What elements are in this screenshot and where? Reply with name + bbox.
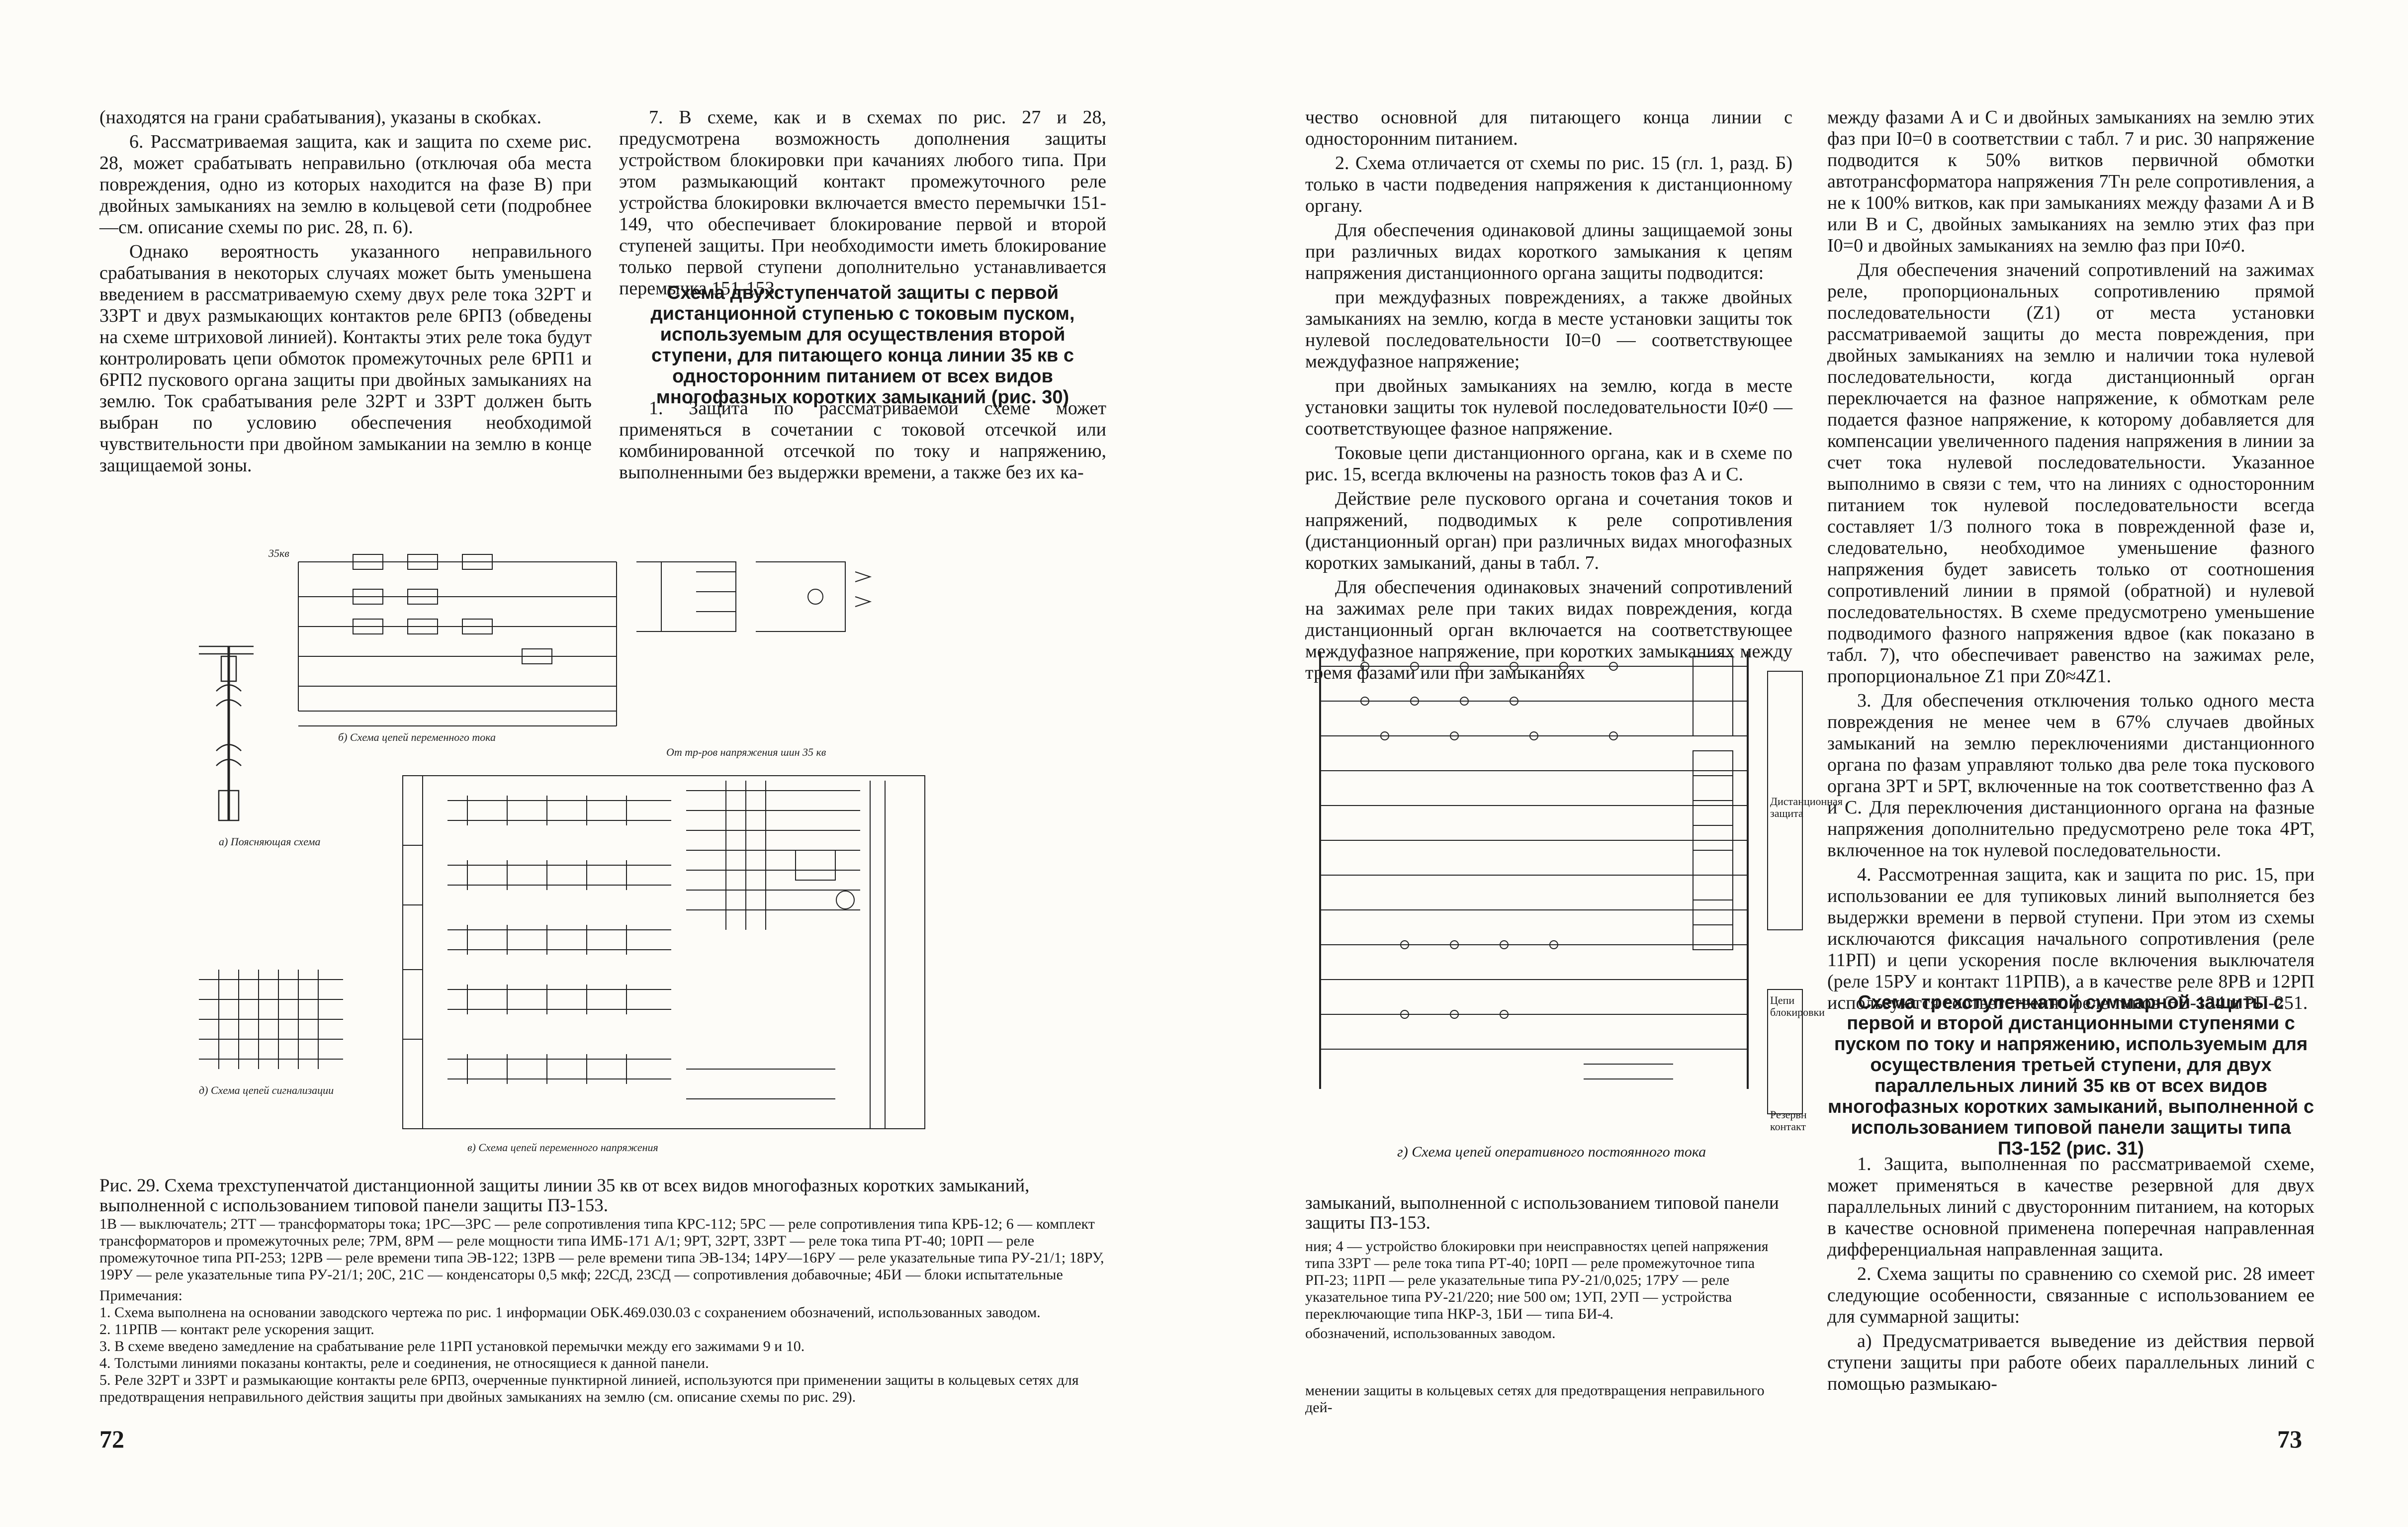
notes-tail: обозначений, использованных заводом. — [1305, 1325, 1556, 1342]
fig-label-d: д) Схема цепей сигнализации — [199, 1084, 334, 1096]
paragraph: 2. Схема отличается от схемы по рис. 15 … — [1305, 153, 1792, 216]
legend-text: 1В — выключатель; 2ТТ — трансформаторы т… — [99, 1216, 1104, 1283]
paragraph: 3. Для обеспечения отключения только одн… — [1827, 690, 2315, 861]
paragraph: 7. В схеме, как и в схемах по рис. 27 и … — [619, 107, 1106, 299]
note: 1. Схема выполнена на основании заводско… — [99, 1304, 1041, 1321]
note: 2. 11РПВ — контакт реле ускорения защит. — [99, 1321, 374, 1338]
figure-29-caption: Рис. 29. Схема трехступенчатой дистанцио… — [99, 1175, 1030, 1216]
paragraph: 2. Схема защиты по сравнению со схемой р… — [1827, 1263, 2315, 1327]
paragraph: между фазами А и С и двойных замыканиях … — [1827, 107, 2315, 256]
left-col2: 7. В схеме, как и в схемах по рис. 27 и … — [619, 107, 1106, 302]
fig-side-label: Дистанционная защита — [1770, 795, 1843, 819]
paragraph: 1. Защита, выполненная по рассматриваемо… — [1827, 1154, 2315, 1260]
right-col4: между фазами А и С и двойных замыканиях … — [1827, 107, 2315, 1017]
legend-tail: ния; 4 — устройство блокировки при неисп… — [1305, 1238, 1769, 1322]
paragraph: при междуфазных повреждениях, а также дв… — [1305, 287, 1792, 372]
figure-29-schematic: б) Схема цепей переменного тока а) Поясн… — [189, 542, 1106, 1159]
paragraph: Для обеспечения значений сопротивлений н… — [1827, 260, 2315, 687]
section-heading-fig30: Схема двухступенчатой защиты с первой ди… — [650, 282, 1075, 408]
section-heading-fig31: Схема трехступенчатой суммарной защиты с… — [1828, 992, 2314, 1159]
fig-side-label: Резервн контакт — [1770, 1108, 1807, 1133]
paragraph: Однако вероятность указанного неправильн… — [99, 241, 592, 476]
fig-label-b: б) Схема цепей переменного тока — [338, 731, 496, 743]
page-number-left: 72 — [99, 1425, 124, 1453]
paragraph: (находятся на грани срабатывания), указа… — [99, 107, 541, 128]
paragraph: Действие реле пускового органа и сочетан… — [1305, 488, 1792, 573]
notes-title: Примечания: — [99, 1287, 182, 1304]
fig-label-voltage: От тр-ров напряжения шин 35 кв — [666, 746, 826, 758]
paragraph: а) Предусматривается выведение из действ… — [1827, 1331, 2315, 1394]
fig-label-a: а) Поясняющая схема — [219, 835, 320, 848]
caption-tail: замыканий, выполненной с использованием … — [1305, 1193, 1779, 1233]
figure-dc-schematic — [1305, 641, 1812, 1139]
paragraph: при двойных замыканиях на землю, когда в… — [1305, 375, 1792, 439]
paragraph: 1. Защита по рассматриваемой схеме может… — [619, 398, 1106, 483]
paragraph: Токовые цепи дистанционного органа, как … — [1305, 443, 1792, 485]
fig-label-g: г) Схема цепей оперативного постоянного … — [1397, 1144, 1706, 1160]
paragraph: 4. Рассмотренная защита, как и защита по… — [1827, 864, 2315, 1013]
left-col1: (находятся на грани срабатывания), указа… — [99, 107, 592, 479]
paragraph: 6. Рассматриваемая защита, как и защита … — [99, 131, 592, 238]
note: 4. Толстыми линиями показаны контакты, р… — [99, 1355, 709, 1371]
left-col2-after: 1. Защита по рассматриваемой схеме может… — [619, 398, 1106, 486]
right-col3: чество основной для питающего конца лини… — [1305, 107, 1792, 687]
page-number-right: 73 — [2277, 1425, 2302, 1453]
fig-label-kv: 35кв — [268, 547, 289, 559]
note: 3. В схеме введено замедление на срабаты… — [99, 1338, 805, 1354]
paragraph: Для обеспечения одинаковой длины защищае… — [1305, 220, 1792, 283]
fig-label-v: в) Схема цепей переменного напряжения — [467, 1141, 658, 1154]
notes-tail2: менении защиты в кольцевых сетях для пре… — [1305, 1382, 1765, 1416]
figure-29-legend: 1В — выключатель; 2ТТ — трансформаторы т… — [99, 1216, 1106, 1406]
note: 5. Реле 32РТ и 33РТ и размыкающие контак… — [99, 1372, 1079, 1405]
right-col4-after: 1. Защита, выполненная по рассматриваемо… — [1827, 1154, 2315, 1398]
paragraph: чество основной для питающего конца лини… — [1305, 107, 1792, 149]
fig-side-label: Цепи блокировки — [1770, 994, 1825, 1018]
